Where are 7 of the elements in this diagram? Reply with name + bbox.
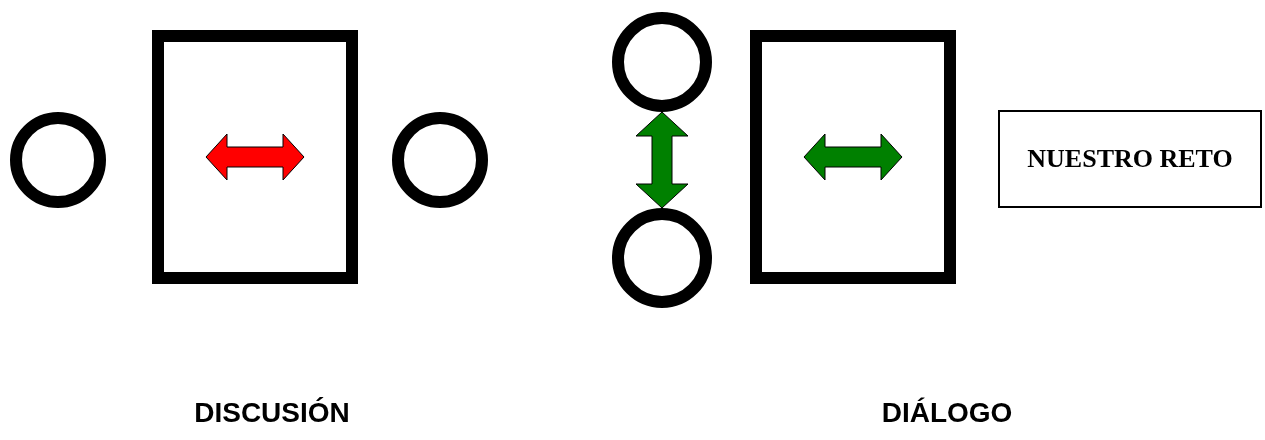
rectangle: [152, 30, 358, 284]
caption-label: DISCUSIÓN: [194, 396, 350, 430]
box-label: NUESTRO RETO: [1026, 143, 1234, 175]
text-box: [998, 110, 1262, 208]
rectangle: [750, 30, 956, 284]
double-arrow: [635, 111, 689, 209]
caption-label: DIÁLOGO: [881, 396, 1013, 430]
